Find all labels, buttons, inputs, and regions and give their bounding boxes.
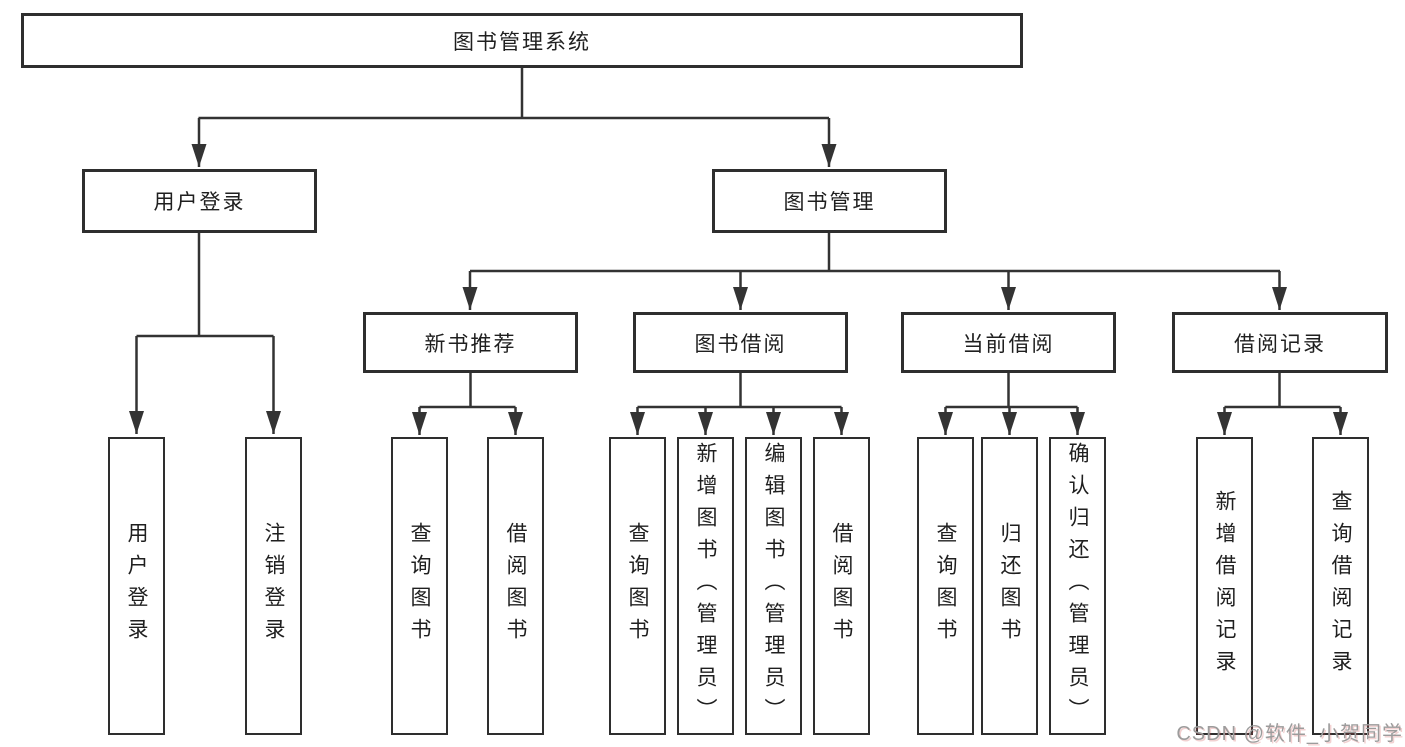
tree-stem-lines — [136, 68, 1341, 409]
leaf-node-logout: 注销登录 — [245, 437, 302, 735]
leaf-node-query-borrow-record: 查询借阅记录 — [1312, 437, 1369, 735]
leaf-node-query-books-borrowing: 查询图书 — [609, 437, 666, 735]
leaf-node-query-books-current: 查询图书 — [917, 437, 974, 735]
section-node-new-book-recommendation: 新书推荐 — [363, 312, 578, 373]
leaf-node-add-books-admin: 新增图书（管理员） — [677, 437, 734, 735]
leaf-node-borrow-books: 借阅图书 — [813, 437, 870, 735]
watermark: CSDN @软件_小贺同学 — [1176, 723, 1403, 745]
branch-node-user-login: 用户登录 — [82, 169, 317, 233]
leaf-node-add-borrow-record: 新增借阅记录 — [1196, 437, 1253, 735]
leaf-node-edit-books-admin: 编辑图书（管理员） — [745, 437, 802, 735]
leaf-node-borrow-books-recommend: 借阅图书 — [487, 437, 544, 735]
section-node-borrowing-records: 借阅记录 — [1172, 312, 1388, 373]
leaf-node-confirm-return-admin: 确认归还（管理员） — [1049, 437, 1106, 735]
section-node-book-borrowing: 图书借阅 — [633, 312, 848, 373]
leaf-node-user-login: 用户登录 — [108, 437, 165, 735]
branch-node-book-management: 图书管理 — [712, 169, 947, 233]
section-node-current-borrowing: 当前借阅 — [901, 312, 1116, 373]
root-node-library-management-system: 图书管理系统 — [21, 13, 1023, 68]
leaf-node-query-books-recommend: 查询图书 — [391, 437, 448, 735]
leaf-node-return-books: 归还图书 — [981, 437, 1038, 735]
